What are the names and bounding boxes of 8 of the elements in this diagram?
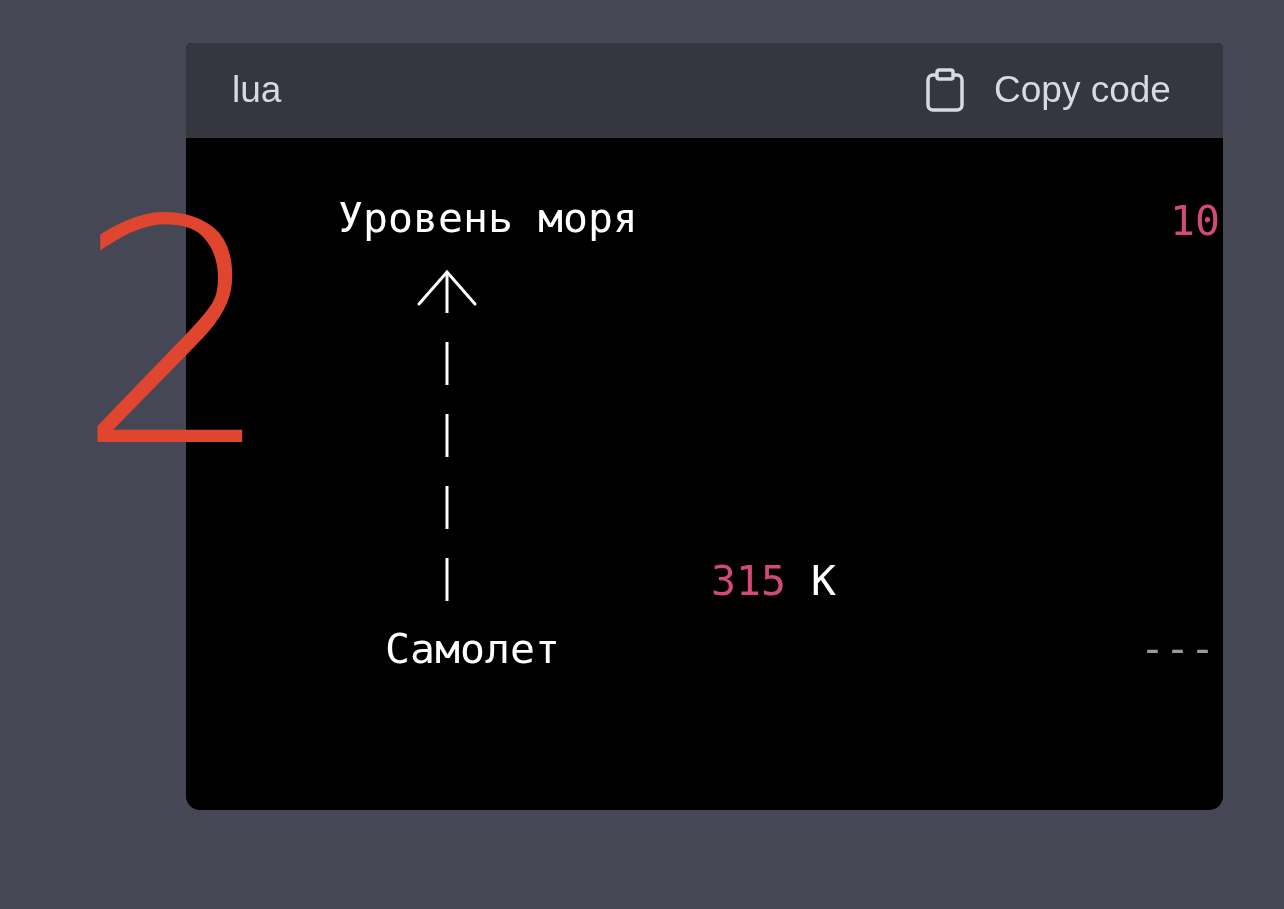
code-text: --- (1140, 624, 1215, 674)
code-text: Самолет (385, 624, 560, 674)
language-label: lua (232, 68, 282, 112)
code-text: Уровень моря (338, 193, 638, 272)
handwritten-number: 2 (76, 180, 274, 490)
copy-code-button: Copy code (926, 68, 1171, 112)
code-text: 315 K (711, 556, 836, 606)
code-text: 10 (1170, 196, 1220, 246)
